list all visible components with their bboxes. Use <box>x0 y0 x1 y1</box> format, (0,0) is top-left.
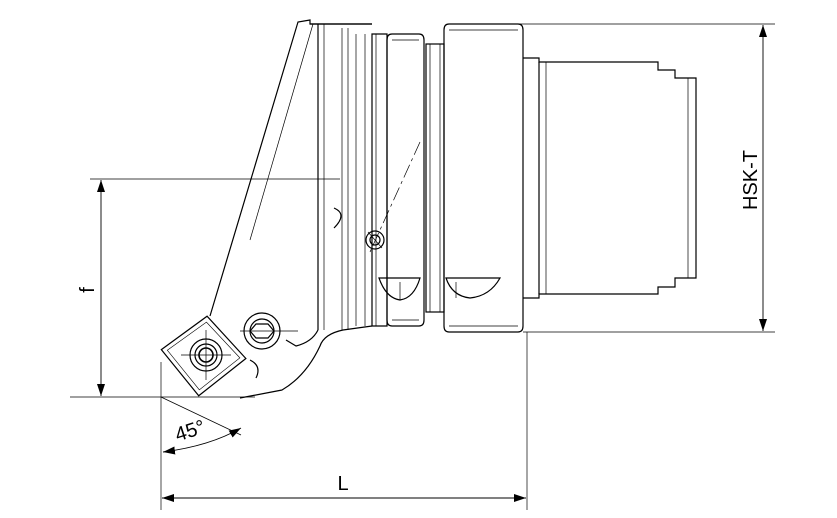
dim-label-hsk: HSK-T <box>740 150 762 210</box>
insert-assembly <box>160 312 298 397</box>
dim-label-angle: 45° <box>172 416 208 446</box>
dim-angle-arc <box>162 427 242 455</box>
dim-label-l: L <box>337 473 348 495</box>
dimension-lines <box>97 25 767 502</box>
flange-body <box>371 23 524 333</box>
hsk-shank <box>523 57 697 299</box>
dim-label-f: f <box>77 287 99 293</box>
tool-body <box>209 19 385 399</box>
